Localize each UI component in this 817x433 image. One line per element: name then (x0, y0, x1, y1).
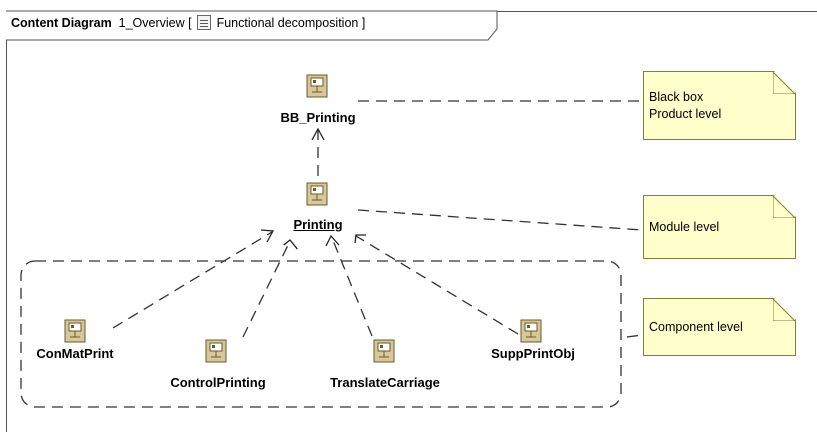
anchor-component (626, 334, 643, 338)
note-black-box-line1: Black box (649, 89, 704, 104)
arrowhead-control (283, 239, 298, 250)
node-label-printing[interactable]: Printing (293, 217, 343, 232)
header-kind: Content Diagram (11, 16, 112, 30)
header-title: Content Diagram 1_Overview [ Functional … (11, 15, 365, 30)
node-label-bb-printing[interactable]: BB_Printing (280, 110, 356, 125)
arrowhead-translate (325, 234, 340, 247)
function-icon[interactable] (205, 339, 227, 363)
note-component-line1: Component level (649, 319, 743, 334)
node-label-controlprinting[interactable]: ControlPrinting (170, 375, 266, 390)
node-label-conmatprint[interactable]: ConMatPrint (36, 346, 114, 361)
note-module-line1: Module level (649, 219, 720, 234)
header-name: 1_Overview (118, 16, 185, 30)
header-subtitle: Functional decomposition (216, 16, 359, 30)
dep-control-printing (242, 240, 291, 338)
function-icon[interactable] (64, 319, 86, 343)
node-label-suppprintobj[interactable]: SuppPrintObj (491, 346, 575, 361)
note-module-level[interactable]: Module level (643, 195, 796, 259)
arrowhead-supp (354, 234, 366, 244)
dep-supp-printing (355, 235, 519, 335)
diagram-icon (197, 15, 212, 30)
header-bracket-close: ] (361, 16, 366, 30)
note-black-box-line2: Product level (649, 106, 722, 121)
function-icon[interactable] (306, 182, 328, 206)
anchor-module (357, 209, 643, 231)
dep-conmat-printing (112, 231, 273, 329)
function-icon[interactable] (306, 74, 328, 98)
function-icon[interactable] (520, 319, 542, 343)
arrowhead-bb (311, 127, 325, 141)
dep-translate-printing (331, 237, 373, 337)
arrowhead-conmat (260, 229, 275, 243)
header-bracket-open: [ (188, 16, 192, 30)
note-black-box[interactable]: Black box Product level (643, 71, 796, 140)
component-boundary (20, 260, 622, 408)
node-label-translatecarriage[interactable]: TranslateCarriage (330, 375, 440, 390)
function-icon[interactable] (373, 339, 395, 363)
header-tab (6, 10, 498, 41)
note-component-level[interactable]: Component level (643, 298, 796, 356)
